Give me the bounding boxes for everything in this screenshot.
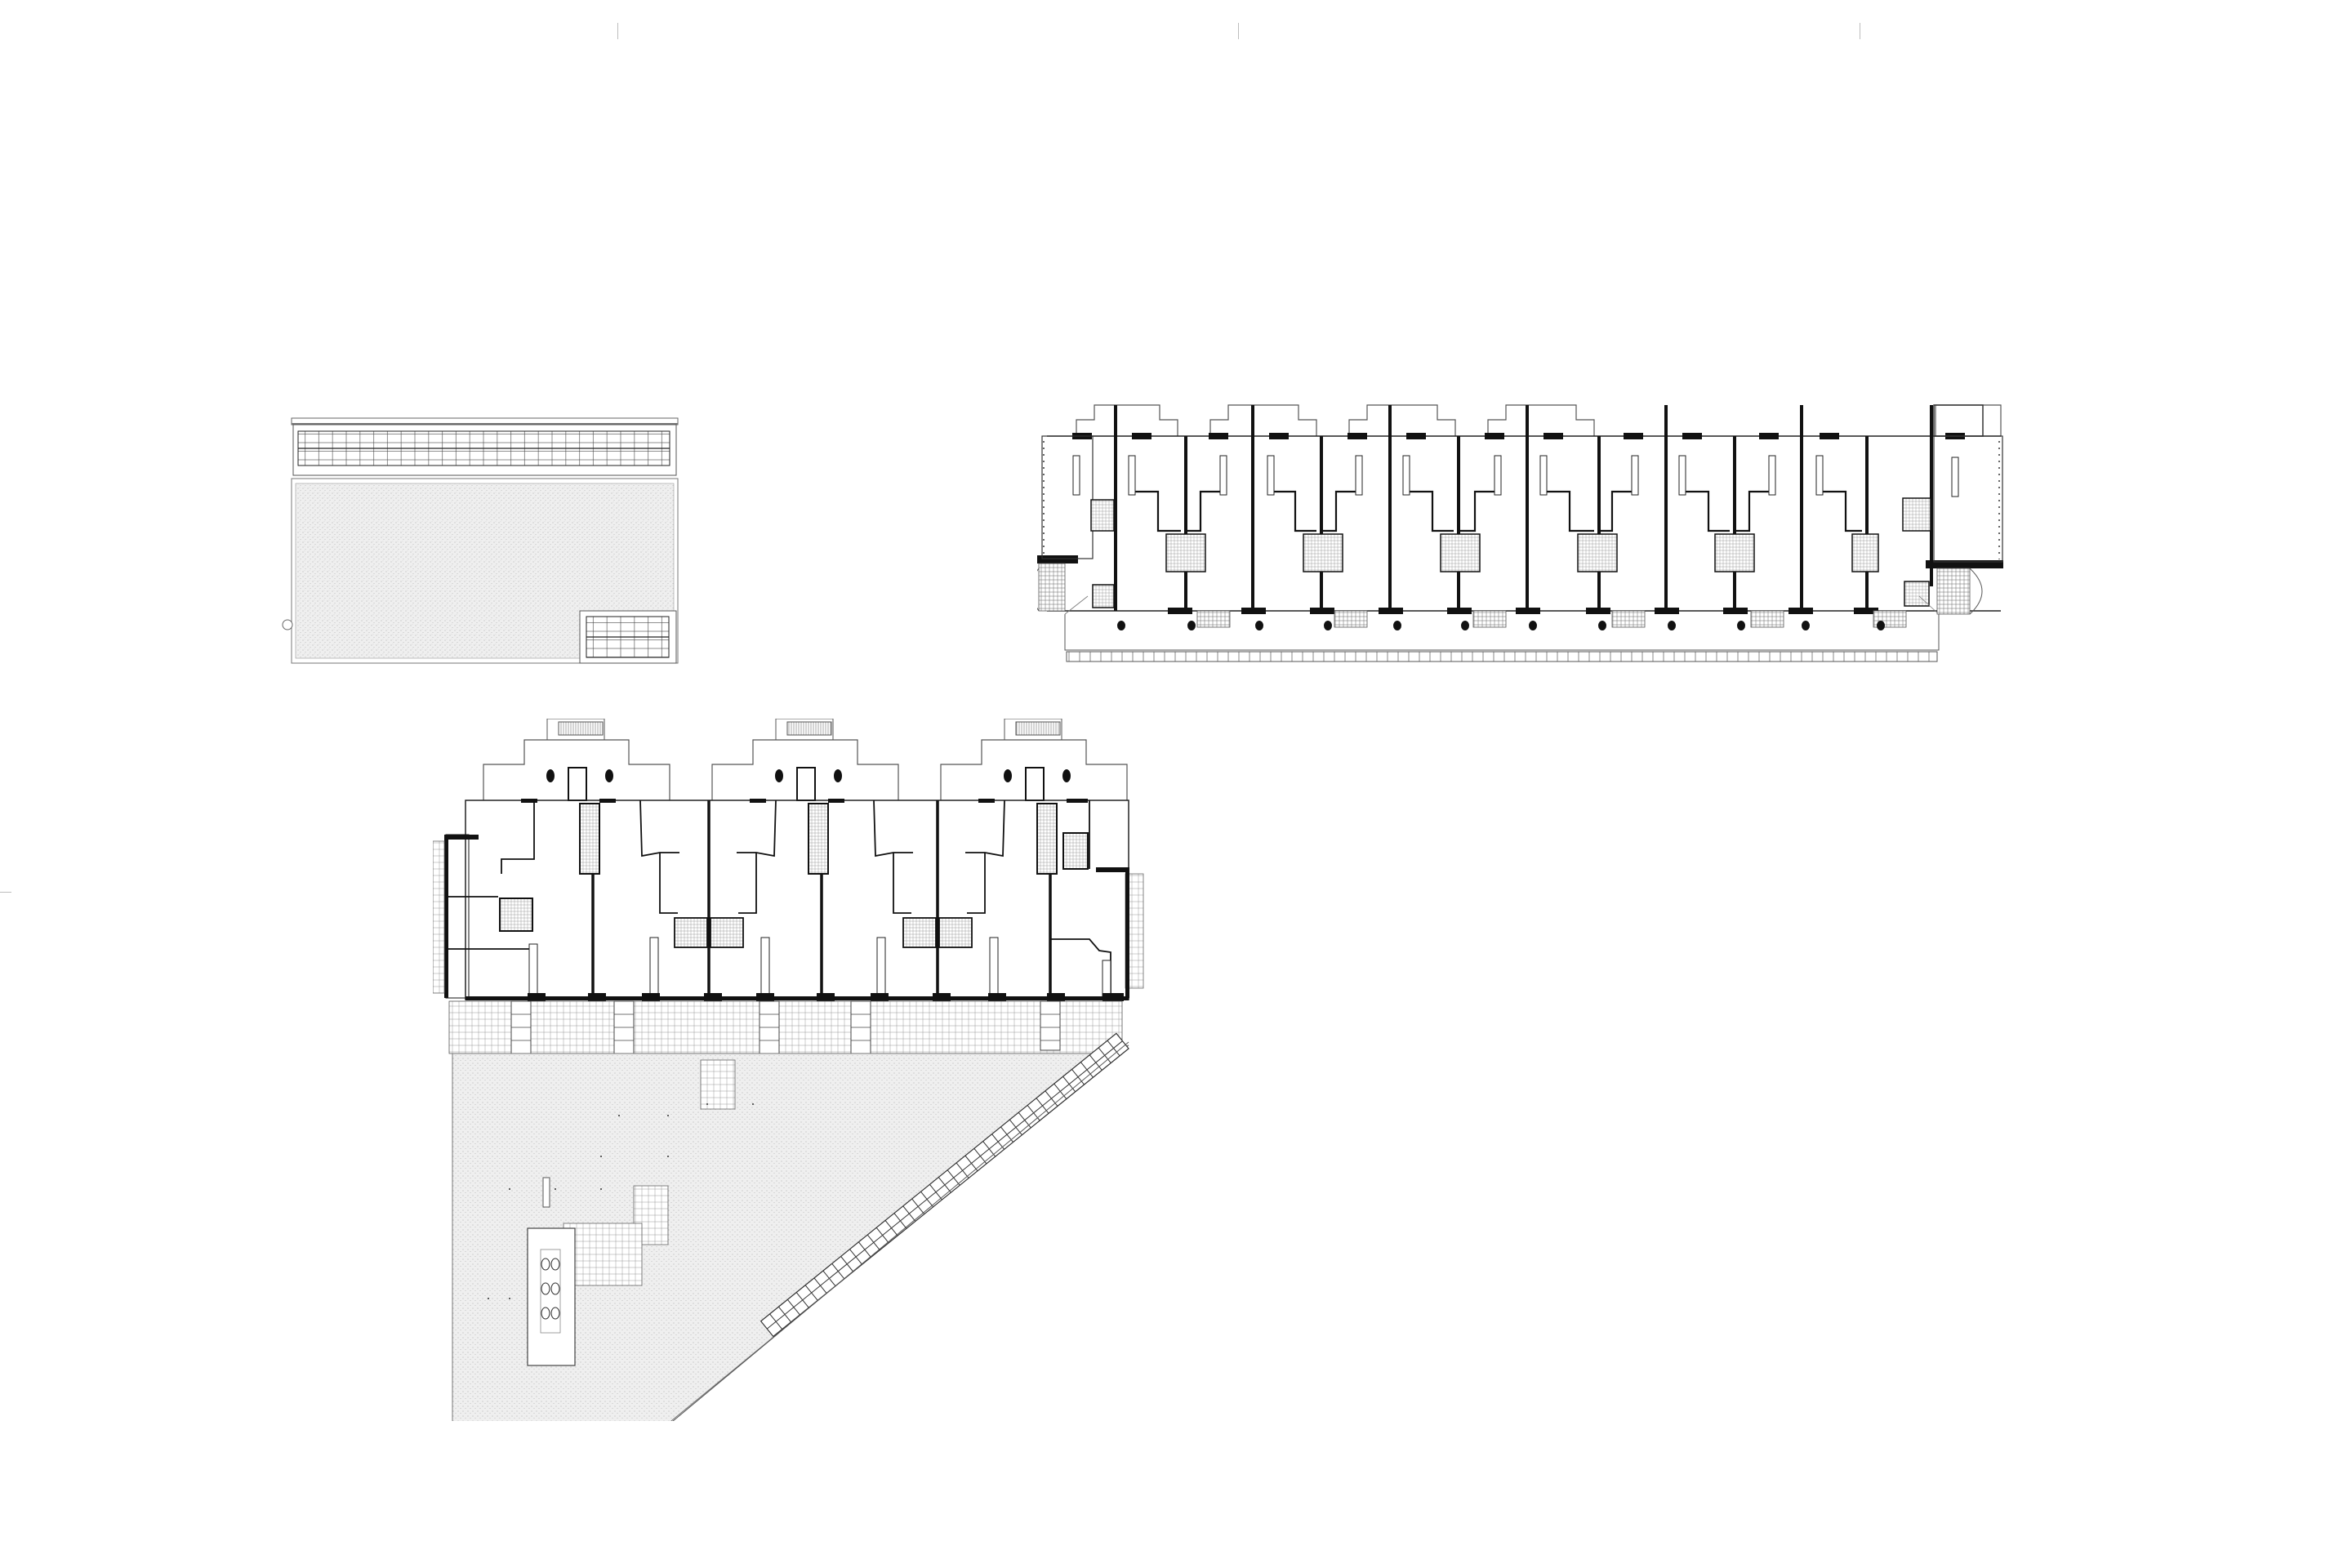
registration-mark (0, 892, 11, 893)
ground-floor-plan-drawing (433, 719, 1144, 1421)
roof-plan (278, 408, 800, 678)
registration-mark (617, 23, 618, 39)
registration-mark (1238, 23, 1239, 39)
upper-floor-plan-drawing (1037, 404, 2003, 662)
upper-floor-plan (1037, 400, 2074, 670)
roof-plan-drawing (282, 417, 679, 664)
ground-floor-plan (433, 719, 1184, 1421)
